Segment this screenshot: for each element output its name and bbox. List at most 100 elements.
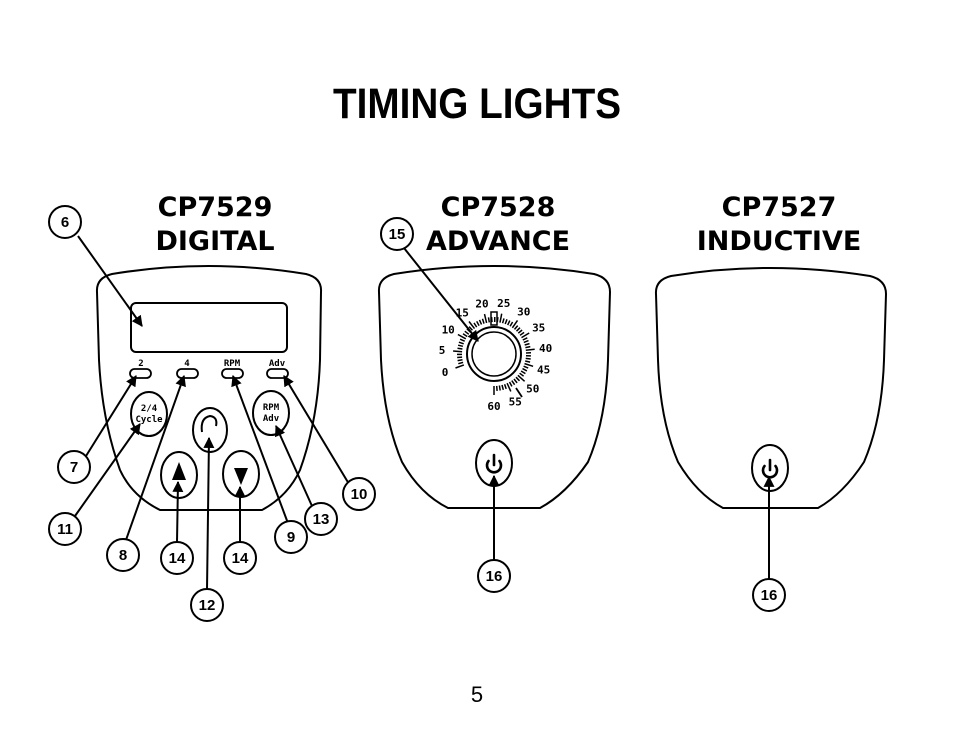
model-label-cp7528: CP7528 ADVANCE [412, 191, 584, 259]
dial-label: 50 [526, 383, 539, 396]
dial-major-tick [453, 350, 463, 353]
dial-label: 30 [517, 305, 530, 318]
dial-minor-tick [523, 365, 529, 369]
dial-minor-tick [501, 384, 505, 390]
model-type: ADVANCE [425, 226, 571, 257]
rpm-adv-button-label-bottom: Adv [263, 414, 280, 424]
led-2 [129, 368, 152, 379]
dial-major-tick [455, 364, 465, 369]
dial-scale-ticks [453, 313, 535, 395]
dial-minor-tick [458, 361, 464, 365]
rpm-adv-button-label-top: RPM [263, 403, 280, 413]
dial-minor-tick [457, 347, 463, 350]
callout-6: 6 [48, 205, 82, 239]
dial-minor-tick [519, 331, 525, 336]
model-number: CP7528 [440, 192, 556, 223]
dial-minor-tick [520, 370, 526, 375]
svg-text:7: 7 [70, 459, 78, 476]
dial-label: 35 [532, 321, 545, 334]
dial-minor-tick [525, 345, 531, 349]
callout-12: 12 [190, 588, 224, 622]
svg-text:15: 15 [389, 226, 406, 243]
page-number: 5 [470, 682, 484, 707]
dial-minor-tick [517, 329, 523, 334]
model-number: CP7527 [721, 192, 837, 223]
down-arrow-icon [234, 468, 248, 485]
callout-8: 8 [106, 538, 140, 572]
dial-major-tick [468, 321, 476, 330]
dial-label: 0 [442, 366, 449, 379]
leader-lines-cp7529 [74, 235, 350, 591]
callout-13: 13 [304, 502, 338, 536]
dial-end-mark [515, 387, 523, 398]
dial-major-tick [506, 382, 512, 392]
dial-label: 10 [442, 323, 455, 336]
dial-minor-tick [501, 318, 505, 324]
dial-minor-tick [508, 381, 513, 387]
dial-minor-tick [523, 339, 529, 344]
dial-major-tick [457, 333, 467, 340]
dial-label: 55 [509, 395, 522, 408]
up-button[interactable] [160, 451, 198, 499]
dial-minor-tick [457, 344, 464, 348]
led-label-2: 2 [138, 359, 143, 369]
advance-dial[interactable] [466, 311, 522, 382]
callouts: 6 7 11 8 14 14 12 9 13 10 15 16 16 [48, 205, 786, 622]
svg-text:16: 16 [486, 568, 503, 585]
svg-text:12: 12 [199, 597, 216, 614]
dial-label: 15 [456, 307, 469, 320]
callout-15: 15 [380, 217, 414, 251]
led-4 [176, 368, 199, 379]
dial-minor-tick [519, 372, 525, 377]
dial-minor-tick [507, 320, 511, 326]
dial-minor-tick [473, 322, 478, 328]
dial-minor-tick [498, 385, 501, 391]
dial-label: 20 [475, 297, 488, 310]
dial-label: 25 [497, 297, 510, 310]
page-title: TIMING LIGHTS [332, 80, 622, 128]
callout-7: 7 [57, 450, 91, 484]
dial-major-tick [521, 332, 530, 339]
dial-minor-tick [515, 376, 521, 382]
dial-minor-tick [511, 380, 516, 386]
dial-major-tick [499, 313, 503, 323]
led-adv [266, 368, 289, 379]
callout-11: 11 [48, 512, 82, 546]
model-label-cp7529: CP7529 DIGITAL [130, 191, 300, 259]
mode-button[interactable] [192, 407, 228, 453]
svg-text:14: 14 [169, 550, 186, 567]
svg-text:9: 9 [287, 529, 295, 546]
led-label-adv: Adv [269, 359, 286, 369]
dial-minor-tick [478, 319, 483, 325]
dial-minor-tick [513, 325, 519, 330]
dial-minor-tick [525, 357, 531, 360]
callout-16a: 16 [477, 559, 511, 593]
model-number: CP7529 [157, 192, 273, 223]
dial-minor-tick [476, 320, 480, 327]
rpm-adv-button[interactable]: RPM Adv [252, 390, 290, 436]
dial-major-tick [525, 348, 535, 352]
cp7527-housing [654, 267, 888, 509]
leader-lines-cp7528 [403, 247, 500, 562]
model-type: INDUCTIVE [696, 226, 862, 257]
dial-minor-tick [458, 341, 464, 345]
dial-label: 45 [537, 364, 550, 377]
dial-minor-tick [524, 342, 530, 346]
mode-icon [200, 414, 218, 433]
dial-minor-tick [462, 333, 468, 338]
callout-9: 9 [274, 520, 308, 554]
callout-14a: 14 [160, 541, 194, 575]
dial-minor-tick [503, 383, 507, 390]
dial-minor-tick [522, 337, 528, 341]
model-label-cp7527: CP7527 INDUCTIVE [684, 191, 874, 259]
model-type: DIGITAL [155, 226, 275, 257]
dial-minor-tick [525, 360, 531, 363]
dial-minor-tick [513, 378, 518, 384]
up-arrow-icon [172, 462, 186, 480]
power-button-cp7528[interactable] [475, 439, 513, 487]
dial-minor-tick [487, 317, 491, 323]
dial-minor-tick [504, 319, 508, 325]
dial-minor-tick [481, 318, 485, 324]
